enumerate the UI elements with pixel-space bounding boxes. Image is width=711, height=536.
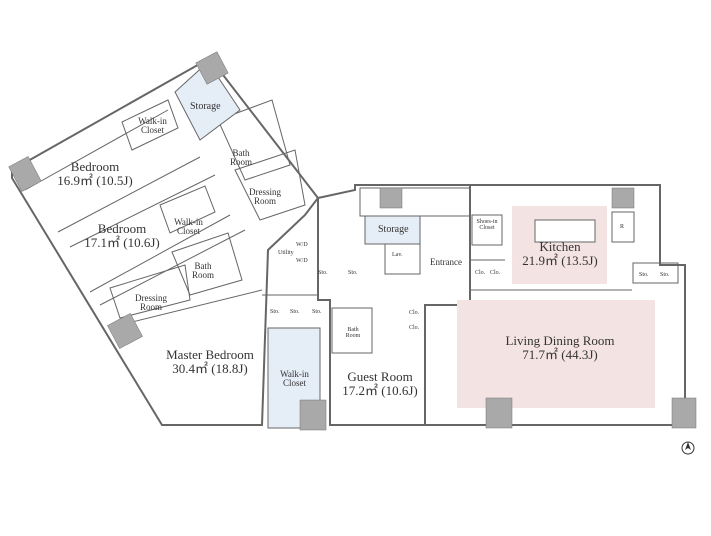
living-dining-name: Living Dining Room — [505, 333, 615, 348]
storage-2-label: Storage — [378, 224, 409, 235]
kitchen-label: Kitchen 21.9㎡ (13.5J) — [515, 240, 605, 267]
sto-label: Sto. — [312, 309, 322, 315]
compass-north-icon — [680, 440, 696, 456]
bath-2-label: Bath Room — [191, 261, 214, 281]
sto-label: Sto. — [660, 272, 670, 278]
sto-label: Sto. — [639, 272, 649, 278]
walkin-closet-1-wall — [121, 99, 179, 151]
lav-block — [384, 243, 421, 275]
west-wing-outline — [11, 56, 320, 426]
kitchen-island — [534, 219, 596, 243]
walkin-closet-2-label: Walk-in Closet — [174, 217, 203, 237]
kitchen-area: 21.9㎡ (13.5J) — [522, 252, 598, 268]
sto-label: Sto. — [290, 309, 300, 315]
bedroom-2-area: 17.1㎡ (10.6J) — [84, 234, 160, 250]
bath-3-block — [331, 307, 373, 354]
walkin-closet-2-wall — [159, 185, 216, 234]
column — [299, 399, 327, 431]
wd-label-2: W/D — [296, 258, 308, 264]
column — [671, 397, 697, 429]
master-bedroom-name: Master Bedroom — [166, 347, 254, 362]
sto-label: Sto. — [318, 270, 328, 276]
wall — [57, 156, 201, 233]
living-fill — [457, 300, 655, 408]
fridge-block — [611, 211, 635, 243]
bedroom-1-area: 16.9㎡ (10.5J) — [57, 172, 133, 188]
wall — [69, 174, 216, 248]
sto-label: Sto. — [348, 270, 358, 276]
guest-room-name: Guest Room — [347, 369, 413, 384]
bedroom-2-label: Bedroom 17.1㎡ (10.6J) — [82, 222, 162, 249]
column — [107, 313, 143, 349]
column — [195, 51, 229, 85]
column — [485, 397, 513, 429]
kitchen-name: Kitchen — [539, 239, 581, 254]
storage-1-fill — [174, 61, 241, 141]
wall — [119, 289, 263, 326]
storage-1-label: Storage — [190, 101, 221, 112]
lav-label: Lav. — [392, 252, 403, 258]
wd-label-1: W/D — [296, 242, 308, 248]
bedroom-2-name: Bedroom — [97, 221, 147, 236]
clo-label: Clo. — [475, 270, 486, 276]
walkin-closet-3-label: Walk-in Closet — [280, 369, 309, 389]
dressing-1-wall — [234, 149, 306, 221]
wall — [99, 229, 246, 306]
column — [8, 156, 42, 192]
column — [379, 187, 403, 209]
master-bedroom-area: 30.4㎡ (18.8J) — [172, 360, 248, 376]
guest-room-area: 17.2㎡ (10.6J) — [342, 382, 418, 398]
dressing-2-label: Dressing Room — [135, 293, 167, 313]
clo-label: Clo. — [409, 310, 420, 316]
living-dining-area: 71.7㎡ (44.3J) — [522, 346, 598, 362]
utility-label: Utility — [278, 250, 294, 256]
fridge-label: R — [620, 224, 625, 230]
wall — [24, 109, 169, 191]
master-bedroom-label: Master Bedroom 30.4㎡ (18.8J) — [160, 348, 260, 375]
entrance-label: Entrance — [430, 257, 462, 267]
guest-room-label: Guest Room 17.2㎡ (10.6J) — [335, 370, 425, 397]
clo-label: Clo. — [490, 270, 501, 276]
bath-2-wall — [171, 232, 243, 296]
dressing-2-wall — [109, 264, 191, 319]
living-dining-label: Living Dining Room 71.7㎡ (44.3J) — [495, 334, 625, 361]
sto-label: Sto. — [270, 309, 280, 315]
bath-1-label: Bath Room — [229, 148, 252, 168]
walkin-closet-1-label: Walk-in Closet — [138, 116, 167, 136]
bedroom-1-name: Bedroom — [70, 159, 120, 174]
east-storage-wall — [632, 262, 679, 284]
wall — [89, 214, 231, 293]
bedroom-1-label: Bedroom 16.9㎡ (10.5J) — [55, 160, 135, 187]
bath-1-wall — [217, 99, 291, 181]
clo-label: Clo. — [409, 325, 420, 331]
dressing-1-label: Dressing Room — [249, 187, 281, 207]
shoes-in-closet-wall — [471, 214, 503, 246]
column — [611, 187, 635, 209]
kitchen-fill — [512, 206, 607, 284]
bath-3-label: Bath Room — [345, 327, 361, 340]
shoes-in-closet-label: Shoes-in Closet — [476, 219, 498, 232]
